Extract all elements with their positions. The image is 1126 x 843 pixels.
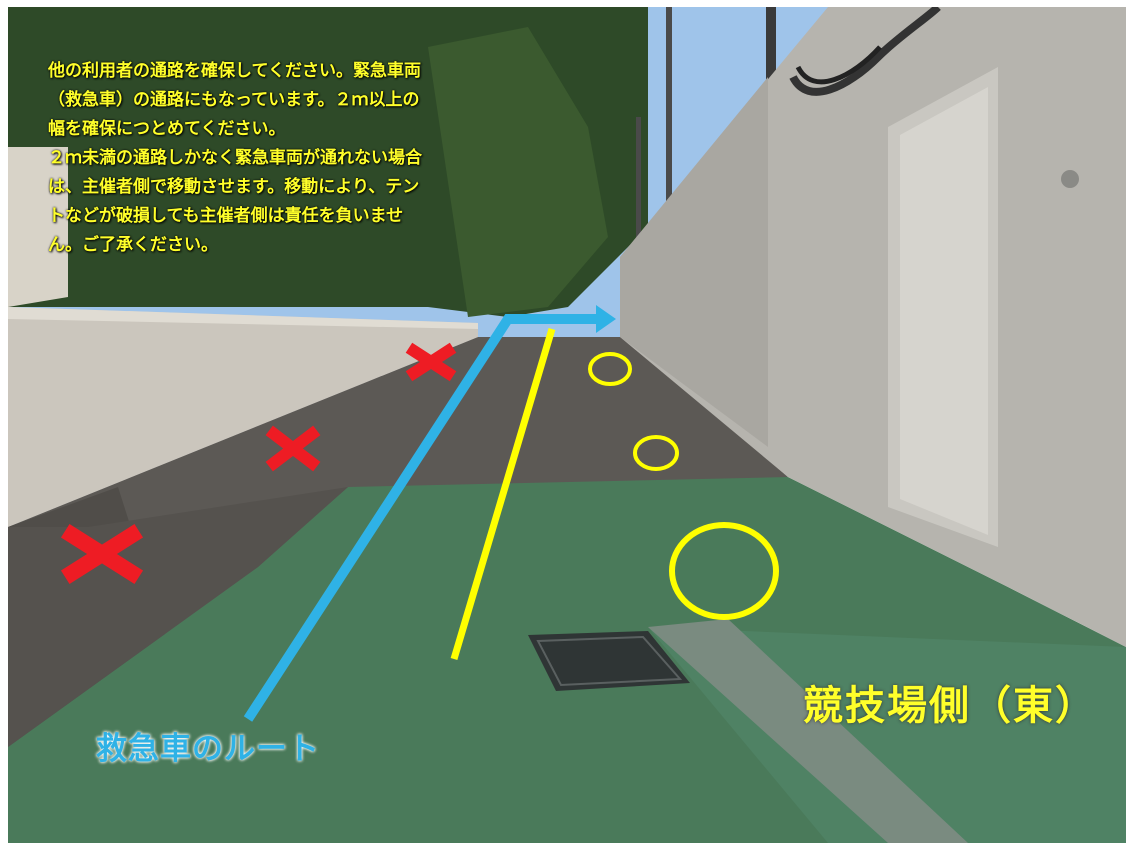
circle-icon [669, 522, 779, 620]
circle-icon [633, 435, 679, 471]
circle-icon [588, 352, 632, 386]
arrow-icon [596, 305, 616, 333]
annotation-overlay [60, 305, 779, 722]
stadium-side-label: 競技場側（東） [803, 683, 1097, 729]
left-wall [8, 307, 478, 527]
ambulance-route-label: 救急車のルート [96, 731, 320, 767]
scene-background [8, 7, 1126, 843]
notice-text: 他の利用者の通路を確保してください。緊急車両（救急車）の通路にもなっています。２… [48, 61, 422, 255]
x-mark-icon [265, 425, 321, 472]
yellow-line [450, 328, 556, 660]
photo: 他の利用者の通路を確保してください。緊急車両（救急車）の通路にもなっています。２… [8, 7, 1126, 843]
route-arrow-line [243, 314, 596, 722]
x-mark-icon [60, 523, 144, 585]
drain-grate [528, 631, 690, 691]
x-mark-icon [405, 342, 457, 382]
